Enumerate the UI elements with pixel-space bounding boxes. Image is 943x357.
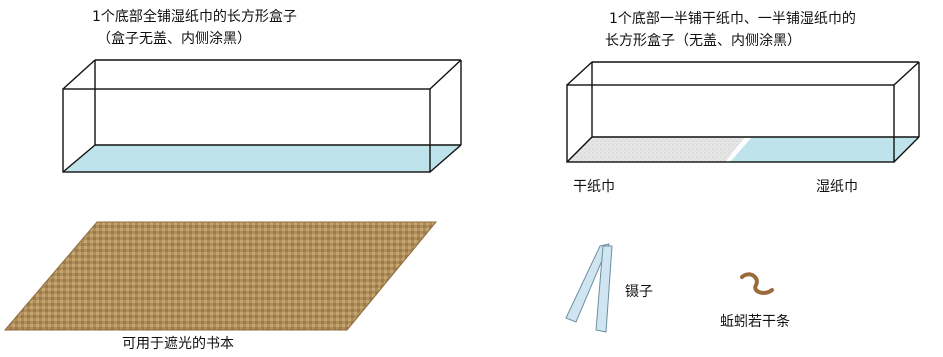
left-box [62,59,462,173]
dry-tissue-label: 干纸巾 [573,179,615,195]
right-box-caption-line1: 1个底部一半铺干纸巾、一半铺湿纸巾的 [609,11,856,27]
left-box-caption-line1: 1个底部全铺湿纸巾的长方形盒子 [92,9,297,25]
book-label: 可用于遮光的书本 [122,336,234,352]
tweezers-label: 镊子 [625,284,653,300]
right-box-caption-line2: 长方形盒子（无盖、内侧涂黑） [605,33,801,49]
left-box-caption-line2: （盒子无盖、内侧涂黑） [97,31,251,47]
worms-label: 蚯蚓若干条 [720,314,790,330]
right-box-wet-tissue [730,137,919,162]
left-box-wet-tissue [63,145,461,172]
wet-tissue-label: 湿纸巾 [816,179,858,195]
book [3,221,438,331]
right-box-dry-tissue [567,137,745,162]
tweezers-icon [565,243,613,333]
worm-icon [740,272,774,295]
right-box [566,61,920,163]
